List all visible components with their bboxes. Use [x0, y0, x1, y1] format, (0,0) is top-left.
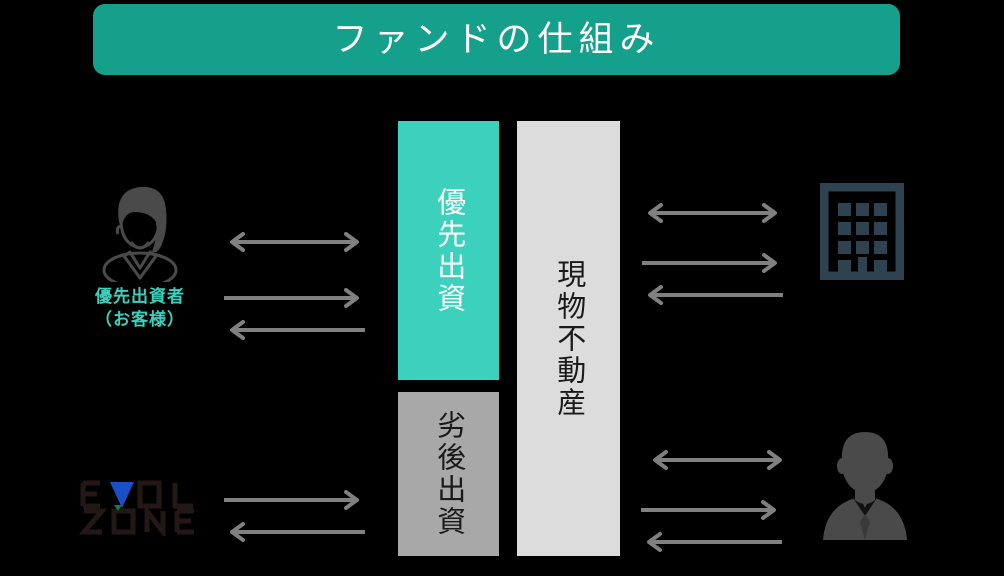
arrow-businessman-to-fund: [639, 532, 784, 552]
box-physical-property: 現物不動産: [517, 121, 620, 556]
page-title: ファンドの仕組み: [332, 20, 661, 59]
arrow-fund-to-investor: [222, 320, 367, 340]
investor-label-line1: 優先出資者: [95, 287, 185, 306]
building-icon: [819, 182, 905, 285]
arrow-company-to-fund: [222, 490, 367, 510]
investor-label-line2: （お客様）: [95, 309, 185, 329]
businessman-silhouette-icon: [815, 422, 915, 551]
box-physical-property-label: 現物不動産: [552, 258, 585, 419]
box-subordinate-investment: 劣後出資: [398, 392, 499, 556]
investor-label: 優先出資者 （お客様）: [70, 286, 210, 332]
woman-silhouette-icon: [70, 182, 210, 282]
arrow-investor-bidirectional: [222, 232, 367, 252]
box-senior-investment: 優先出資: [398, 121, 499, 380]
arrow-building-to-fund: [640, 285, 785, 305]
box-subordinate-investment-label: 劣後出資: [432, 410, 465, 538]
arrow-fund-to-building: [640, 253, 785, 273]
evol-zone-logo: [78, 478, 202, 540]
arrow-businessman-bidirectional: [645, 450, 790, 470]
investor-group: 優先出資者 （お客様）: [70, 182, 210, 357]
arrow-fund-to-businessman: [639, 500, 784, 520]
arrow-building-bidirectional: [640, 203, 785, 223]
header-banner: ファンドの仕組み: [93, 4, 900, 75]
box-senior-investment-label: 優先出資: [432, 186, 465, 315]
arrow-fund-to-company: [222, 522, 367, 542]
arrow-investor-to-fund: [222, 288, 367, 308]
